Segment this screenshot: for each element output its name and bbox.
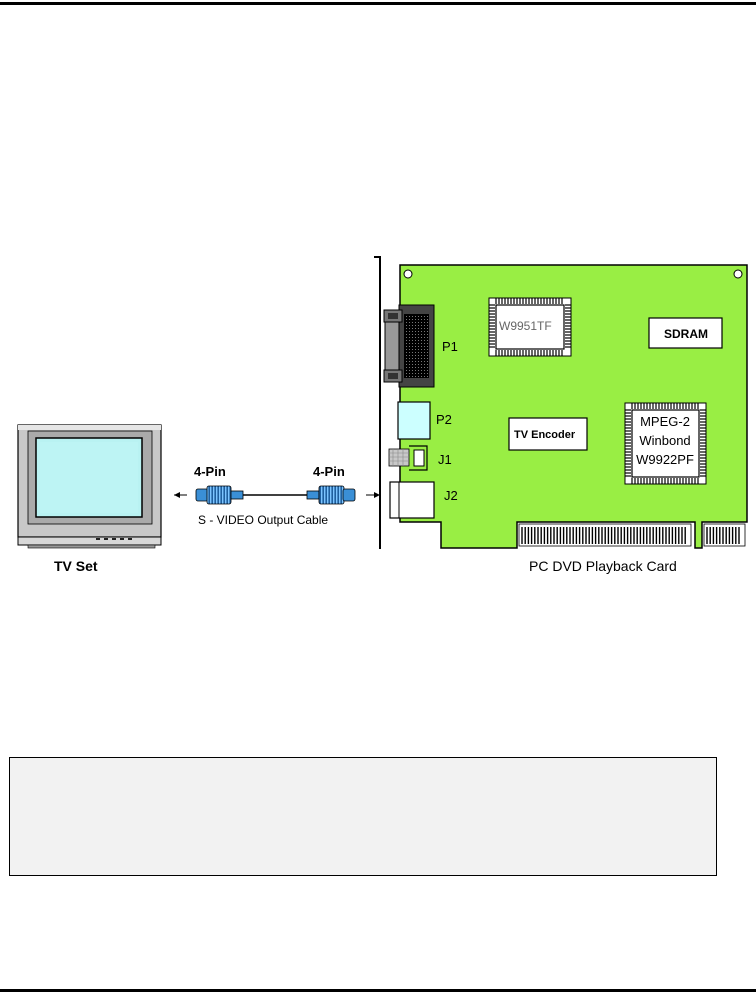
chip-sdram-label: SDRAM bbox=[664, 327, 708, 341]
p1-connector bbox=[384, 305, 434, 387]
port-p2-label: P2 bbox=[436, 412, 452, 427]
j1-connector bbox=[389, 446, 427, 470]
chip-tv-encoder-label: TV Encoder bbox=[514, 429, 576, 441]
bottom-rule bbox=[0, 989, 756, 992]
port-p1-label: P1 bbox=[442, 339, 458, 354]
cable-end-left-label: 4-Pin bbox=[194, 464, 226, 479]
note-box bbox=[9, 757, 717, 876]
cable-end-right-label: 4-Pin bbox=[313, 464, 345, 479]
chip-mpeg-line3: W9922PF bbox=[636, 452, 694, 467]
card-label: PC DVD Playback Card bbox=[529, 558, 677, 574]
svideo-connector-right bbox=[343, 489, 355, 501]
port-j2-label: J2 bbox=[444, 488, 458, 503]
j2-connector bbox=[390, 482, 434, 518]
p2-connector bbox=[398, 402, 430, 439]
dvd-playback-card bbox=[374, 257, 747, 549]
tv-set bbox=[18, 425, 161, 548]
cable-label: S - VIDEO Output Cable bbox=[198, 513, 328, 527]
chip-w9951tf-label: W9951TF bbox=[499, 319, 552, 333]
svideo-connector-left bbox=[196, 489, 208, 501]
chip-mpeg-line1: MPEG-2 bbox=[640, 414, 690, 429]
tv-set-label: TV Set bbox=[54, 558, 98, 574]
port-j1-label: J1 bbox=[438, 452, 452, 467]
svideo-cable bbox=[174, 486, 380, 504]
chip-mpeg-line2: Winbond bbox=[639, 433, 690, 448]
